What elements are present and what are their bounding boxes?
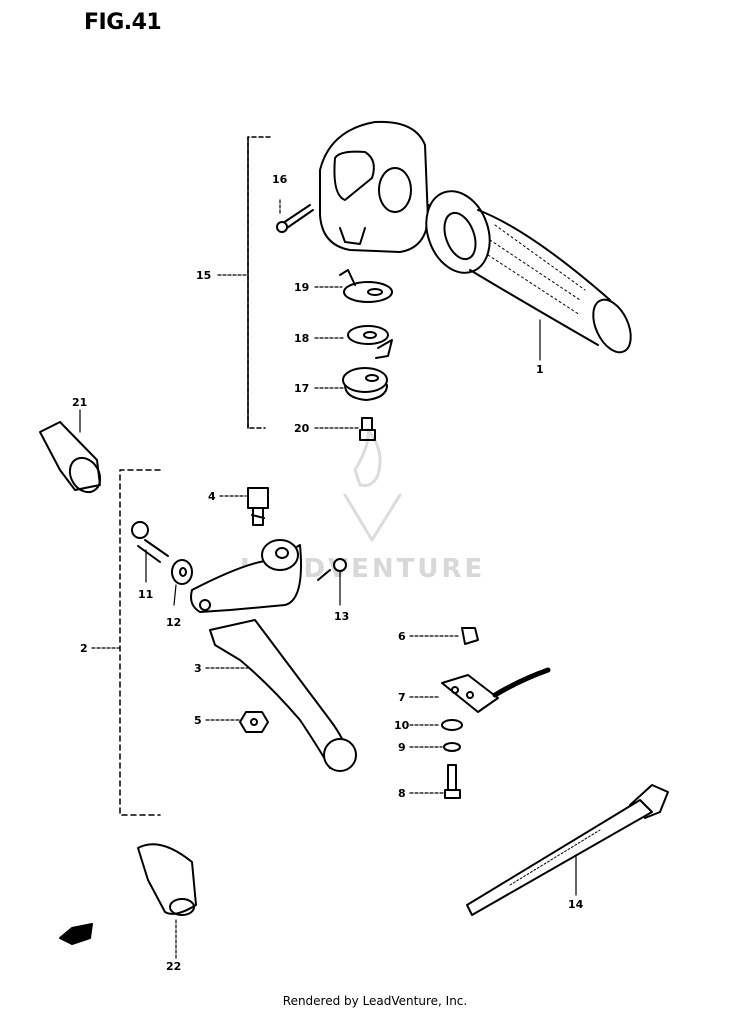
callout-15: 15 — [196, 269, 211, 282]
washer-part-18 — [347, 325, 393, 359]
nut-part-12 — [171, 559, 193, 585]
screw-part-8 — [444, 764, 461, 799]
screw-part-16 — [276, 204, 314, 233]
callout-13: 13 — [334, 610, 349, 623]
callout-6: 6 — [398, 630, 406, 643]
leader-lines — [79, 199, 577, 959]
callout-17: 17 — [294, 382, 309, 395]
callout-19: 19 — [294, 281, 309, 294]
bracket-15 — [247, 136, 271, 429]
callout-1: 1 — [536, 363, 544, 376]
guide-part-17 — [342, 367, 388, 401]
boot-part-22 — [137, 843, 197, 916]
switch-part-7 — [441, 667, 551, 713]
lever-bracket — [190, 539, 302, 613]
callout-4: 4 — [208, 490, 216, 503]
screw-part-20 — [359, 417, 376, 441]
callout-labels: 16 15 19 18 17 20 1 21 4 11 12 13 2 3 5 … — [72, 173, 584, 973]
callout-21: 21 — [72, 396, 87, 409]
callout-14: 14 — [568, 898, 584, 911]
callout-20: 20 — [294, 422, 310, 435]
callout-18: 18 — [294, 332, 309, 345]
callout-11: 11 — [138, 588, 153, 601]
bolt-part-11 — [131, 521, 169, 563]
screw-part-6 — [461, 627, 479, 645]
direction-arrow-icon — [59, 923, 93, 945]
figure-title: FIG.41 — [84, 10, 162, 35]
callout-7: 7 — [398, 691, 406, 704]
callout-5: 5 — [194, 714, 202, 727]
screw-part-13 — [317, 558, 347, 581]
callout-10: 10 — [394, 719, 410, 732]
callout-9: 9 — [398, 741, 406, 754]
footer-credit: Rendered by LeadVenture, Inc. — [282, 994, 468, 1008]
switch-housing-part-15 — [319, 120, 441, 253]
bolt-part-4 — [247, 487, 269, 526]
bracket-2 — [119, 469, 161, 816]
callout-3: 3 — [194, 662, 202, 675]
watermark-logo — [343, 428, 402, 542]
washer-part-9 — [443, 742, 461, 752]
nut-part-5 — [239, 711, 269, 733]
callout-12: 12 — [166, 616, 181, 629]
lever-part-3 — [209, 619, 357, 772]
callout-2: 2 — [80, 642, 88, 655]
callout-22: 22 — [166, 960, 181, 973]
cam-part-19 — [339, 269, 393, 303]
boot-part-21 — [39, 421, 102, 494]
washer-part-10 — [441, 719, 463, 731]
cable-tie-part-14 — [466, 784, 669, 916]
grip-part-1 — [425, 190, 632, 354]
callout-16: 16 — [272, 173, 288, 186]
callout-8: 8 — [398, 787, 406, 800]
